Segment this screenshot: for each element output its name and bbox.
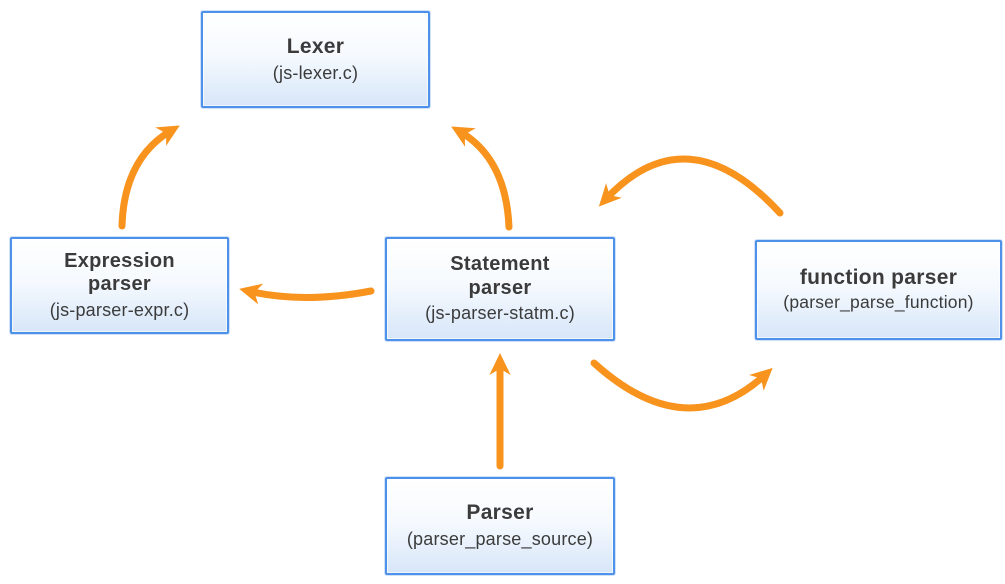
edge-function-parser-to-statement-parser (598, 155, 784, 217)
node-statement-parser-title: Statement parser (450, 253, 550, 299)
edge-statement-parser-to-expression-parser (239, 283, 375, 305)
node-statement-parser-subtitle: (js-parser-statm.c) (425, 303, 575, 324)
edge-expression-parser-to-lexer (118, 125, 180, 230)
node-lexer-subtitle: (js-lexer.c) (272, 62, 359, 83)
node-lexer-title: Lexer (286, 34, 345, 58)
node-parser: Parser (parser_parse_source) (385, 477, 615, 575)
node-statement-parser: Statement parser (js-parser-statm.c) (385, 237, 615, 341)
node-function-parser-title: function parser (799, 265, 958, 289)
node-expression-parser-title: Expression parser (64, 249, 175, 296)
edge-statement-parser-to-function-parser (590, 359, 773, 412)
node-parser-subtitle: (parser_parse_source) (406, 529, 594, 550)
node-parser-title: Parser (466, 501, 534, 525)
node-expression-parser: Expression parser (js-parser-expr.c) (10, 237, 229, 334)
edge-statement-parser-to-lexer (451, 126, 513, 231)
node-lexer: Lexer (js-lexer.c) (201, 11, 430, 108)
node-expression-parser-subtitle: (js-parser-expr.c) (49, 299, 190, 320)
node-function-parser: function parser (parser_parse_function) (755, 240, 1002, 340)
node-function-parser-subtitle: (parser_parse_function) (783, 292, 974, 313)
